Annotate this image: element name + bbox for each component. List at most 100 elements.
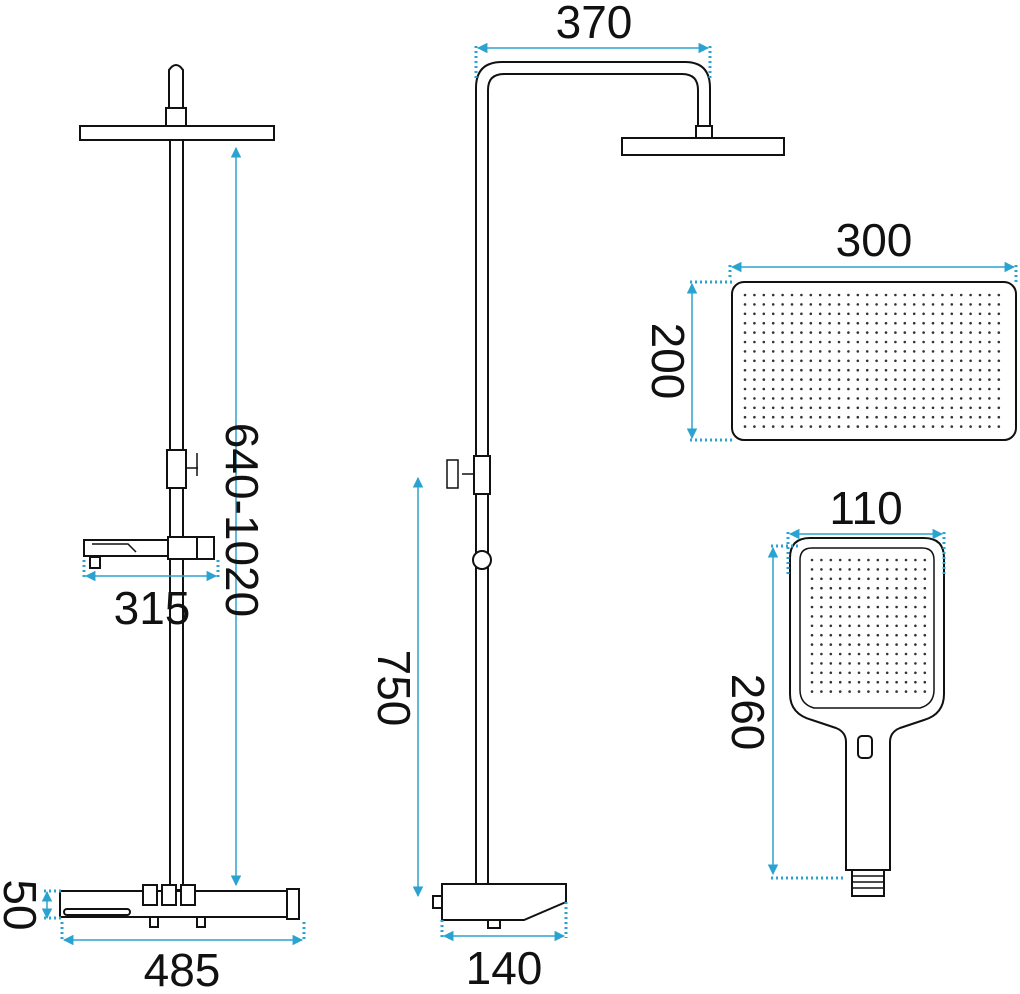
nozzle-dot: [857, 596, 861, 599]
nozzle-dot: [867, 605, 870, 609]
nozzle-dot: [997, 303, 1001, 306]
nozzle-dot: [914, 662, 917, 665]
nozzle-dot: [856, 321, 860, 325]
nozzle-dot: [809, 293, 813, 297]
nozzle-dot: [931, 368, 935, 372]
nozzle-dot: [941, 397, 944, 400]
nozzle-dot: [847, 359, 850, 363]
nozzle-dot: [781, 340, 784, 344]
nozzle-dot: [867, 558, 870, 562]
nozzle-dot: [837, 378, 841, 381]
nozzle-dot: [865, 425, 869, 428]
nozzle-dot: [837, 406, 841, 410]
nozzle-dot: [894, 387, 897, 391]
nozzle-dot: [923, 577, 927, 581]
nozzle-dot: [931, 387, 935, 391]
nozzle-dot: [978, 312, 982, 316]
nozzle-dot: [847, 397, 850, 400]
nozzle-dot: [884, 406, 888, 410]
nozzle-dot: [950, 321, 954, 325]
nozzle-dot: [800, 312, 803, 316]
nozzle-dot: [941, 293, 944, 297]
nozzle-dot: [876, 568, 880, 571]
nozzle-dot: [809, 397, 813, 400]
nozzle-dot: [837, 368, 841, 372]
front-slider: [166, 449, 187, 489]
nozzle-dot: [959, 397, 963, 400]
nozzle-dot: [997, 387, 1001, 391]
nozzle-dot: [904, 568, 908, 571]
nozzle-dot: [800, 397, 803, 400]
nozzle-dot: [848, 643, 851, 646]
nozzle-dot: [818, 387, 822, 391]
dim-label-spout-depth: 140: [466, 942, 543, 989]
nozzle-dot: [988, 321, 991, 325]
nozzle-dot: [771, 312, 775, 316]
nozzle-dot: [781, 406, 784, 410]
nozzle-dot: [931, 312, 935, 316]
nozzle-dot: [829, 615, 833, 618]
side-view: 370 750 140: [368, 0, 785, 994]
nozzle-dot: [838, 586, 842, 590]
nozzle-dot: [867, 671, 870, 675]
nozzle-dot: [914, 605, 917, 609]
nozzle-dot: [865, 303, 869, 306]
nozzle-dot: [753, 331, 756, 334]
nozzle-dot: [997, 406, 1001, 410]
front-soap-dish-slot: [92, 543, 137, 553]
nozzle-dot: [950, 415, 954, 419]
nozzle-dot: [895, 568, 898, 571]
nozzle-dot: [997, 321, 1001, 325]
nozzle-dot: [818, 406, 822, 410]
nozzle-dot: [923, 624, 927, 628]
nozzle-dot: [762, 425, 766, 428]
nozzle-dot: [912, 350, 916, 353]
nozzle-dot: [904, 652, 908, 656]
nozzle-dot: [865, 368, 869, 372]
nozzle-dot: [931, 359, 935, 363]
nozzle-dot: [903, 312, 907, 316]
nozzle-dot: [810, 615, 814, 618]
nozzle-dot: [931, 397, 935, 400]
nozzle-dot: [969, 378, 972, 381]
nozzle-dot: [781, 415, 784, 419]
nozzle-dot: [914, 680, 917, 684]
nozzle-dot: [857, 624, 861, 628]
nozzle-dot: [969, 293, 972, 297]
nozzle-dot: [828, 312, 831, 316]
nozzle-dot: [894, 406, 897, 410]
nozzle-dot: [857, 568, 861, 571]
nozzle-dot: [818, 321, 822, 325]
nozzle-dot: [931, 321, 935, 325]
nozzle-dot: [838, 643, 842, 646]
nozzle-dot: [838, 558, 842, 562]
nozzle-dot: [809, 406, 813, 410]
nozzle-dot: [856, 415, 860, 419]
nozzle-dot: [895, 577, 898, 581]
nozzle-dot: [743, 415, 747, 419]
nozzle-dot: [978, 359, 982, 363]
nozzle-dot: [969, 350, 972, 353]
nozzle-dot: [848, 633, 851, 637]
nozzle-dot: [753, 425, 756, 428]
nozzle-dot: [809, 303, 813, 306]
nozzle-dot: [837, 397, 841, 400]
nozzle-dot: [914, 577, 917, 581]
nozzle-dot: [875, 378, 878, 381]
nozzle-dot: [931, 331, 935, 334]
nozzle-dot: [922, 415, 925, 419]
nozzle-dot: [914, 586, 917, 590]
nozzle-dot: [867, 615, 870, 618]
nozzle-dot: [912, 303, 916, 306]
nozzle-dot: [837, 415, 841, 419]
nozzle-dot: [867, 643, 870, 646]
nozzle-dot: [856, 350, 860, 353]
nozzle-dot: [912, 331, 916, 334]
nozzle-dot: [781, 331, 784, 334]
nozzle-dot: [848, 596, 851, 599]
nozzle-dot: [847, 425, 850, 428]
nozzle-dot: [884, 368, 888, 372]
nozzle-dot: [914, 643, 917, 646]
nozzle-dot: [847, 350, 850, 353]
